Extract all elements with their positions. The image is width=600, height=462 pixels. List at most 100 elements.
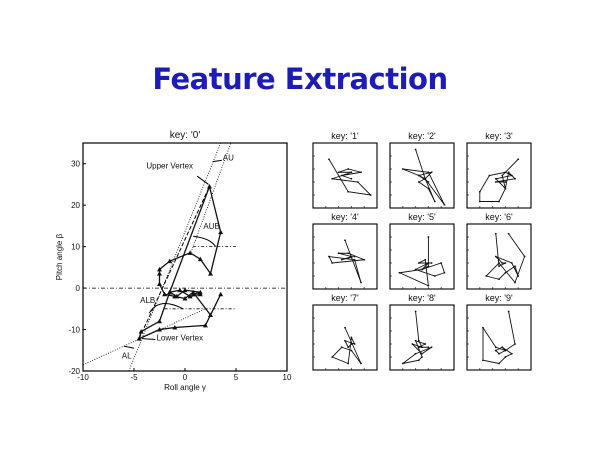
small-trajectory-marker — [417, 346, 420, 349]
trajectory-marker — [202, 322, 208, 328]
trajectory-marker — [157, 266, 162, 272]
small-trajectory-line — [402, 149, 445, 206]
small-trajectory-marker — [504, 262, 507, 264]
annotation-al: AL — [122, 352, 132, 361]
annotation-lower-vertex: Lower Vertex — [156, 333, 203, 342]
small-chart-title: key: '1' — [331, 131, 359, 141]
x-axis-label: Roll angle γ — [164, 383, 206, 392]
small-chart-title: key: '5' — [408, 212, 436, 222]
trajectory-marker — [157, 327, 162, 332]
small-trajectory-marker — [414, 339, 417, 342]
small-trajectory-marker — [478, 200, 481, 203]
trajectory-marker — [208, 271, 213, 276]
small-trajectory-marker — [478, 190, 481, 193]
trajectory-marker — [218, 291, 224, 297]
small-trajectory-marker — [498, 262, 500, 264]
small-trajectory-marker — [350, 336, 353, 339]
small-trajectory-marker — [356, 181, 359, 183]
small-trajectory-marker — [427, 284, 430, 287]
small-trajectory-line — [331, 327, 362, 365]
small-trajectory-marker — [514, 343, 516, 345]
small-chart-title: key: '4' — [331, 212, 359, 222]
small-trajectory-marker — [501, 262, 504, 264]
small-trajectory-marker — [443, 271, 446, 274]
small-trajectory-marker — [430, 262, 433, 264]
small-trajectory-marker — [353, 255, 356, 258]
small-trajectory-marker — [430, 171, 433, 174]
small-trajectory-marker — [424, 343, 427, 345]
small-trajectory-marker — [417, 174, 420, 177]
small-trajectory-marker — [498, 278, 500, 281]
small-trajectory-marker — [340, 258, 343, 261]
small-trajectory-marker — [504, 356, 507, 358]
small-trajectory-marker — [494, 177, 497, 180]
small-trajectory-marker — [411, 343, 414, 345]
vertex-axis-dashed — [138, 186, 210, 339]
small-trajectory-marker — [353, 258, 356, 261]
x-tick-label: -10 — [77, 373, 89, 382]
trajectory-marker — [190, 289, 196, 295]
vertex-line — [128, 142, 222, 372]
small-trajectory-marker — [331, 177, 334, 180]
small-trajectory-marker — [494, 232, 497, 235]
trajectory-marker — [218, 229, 224, 235]
small-plot-frame — [389, 142, 455, 209]
small-trajectory-marker — [417, 262, 420, 264]
small-trajectory-marker — [414, 352, 417, 355]
trajectory-marker — [197, 291, 203, 297]
small-trajectory-marker — [417, 359, 420, 362]
small-trajectory-marker — [501, 174, 504, 177]
small-trajectory-marker — [427, 262, 430, 264]
small-trajectory-marker — [369, 194, 372, 196]
small-plot-frame — [466, 142, 532, 209]
small-trajectory-marker — [340, 174, 343, 177]
small-trajectory-marker — [482, 359, 484, 362]
small-trajectory-marker — [507, 171, 510, 174]
small-trajectory-marker — [430, 346, 433, 349]
small-trajectory-marker — [347, 346, 350, 349]
small-trajectory-line — [402, 311, 432, 364]
x-tick-label: 0 — [183, 373, 188, 382]
trajectory-marker — [187, 293, 193, 299]
trajectory-marker — [177, 287, 183, 293]
small-plot-frame — [312, 304, 378, 371]
trajectory-marker — [172, 293, 178, 299]
small-plot-frame — [312, 223, 378, 290]
small-trajectory-marker — [507, 310, 510, 313]
small-trajectory-marker — [340, 346, 343, 349]
small-trajectory-marker — [363, 258, 366, 261]
small-trajectory-marker — [498, 258, 500, 261]
small-trajectory-marker — [344, 239, 346, 242]
small-chart-title: key: '6' — [485, 212, 513, 222]
y-tick-label: -20 — [68, 367, 80, 376]
small-trajectory-marker — [498, 200, 500, 203]
small-trajectory-marker — [510, 352, 513, 355]
lower-vertex-arrow — [142, 338, 156, 340]
small-trajectory-marker — [488, 174, 491, 177]
y-tick-label: 0 — [76, 284, 81, 293]
small-trajectory-marker — [328, 158, 330, 161]
small-trajectory-marker — [347, 362, 350, 365]
small-trajectory-marker — [501, 346, 504, 349]
small-trajectory-marker — [331, 262, 334, 264]
small-chart-title: key: '7' — [331, 293, 359, 303]
small-trajectory-marker — [433, 200, 436, 203]
small-trajectory-marker — [427, 236, 430, 238]
small-trajectory-marker — [414, 148, 417, 151]
small-trajectory-marker — [514, 265, 516, 268]
trajectory-marker — [157, 318, 162, 324]
small-trajectory-marker — [360, 281, 362, 284]
small-trajectory-marker — [504, 349, 507, 352]
annotation-upper-vertex: Upper Vertex — [146, 162, 193, 171]
small-trajectory-marker — [401, 168, 404, 170]
small-plot-frame — [466, 223, 532, 290]
small-trajectory-marker — [414, 268, 417, 271]
small-trajectory-marker — [504, 187, 507, 190]
small-trajectory-marker — [507, 232, 510, 235]
small-trajectory-marker — [517, 275, 520, 277]
annotation-au: AU — [223, 153, 234, 162]
y-tick-label: 20 — [71, 201, 80, 210]
small-trajectory-marker — [344, 326, 346, 329]
small-chart-title: key: '3' — [485, 131, 513, 141]
small-trajectory-marker — [494, 255, 497, 258]
